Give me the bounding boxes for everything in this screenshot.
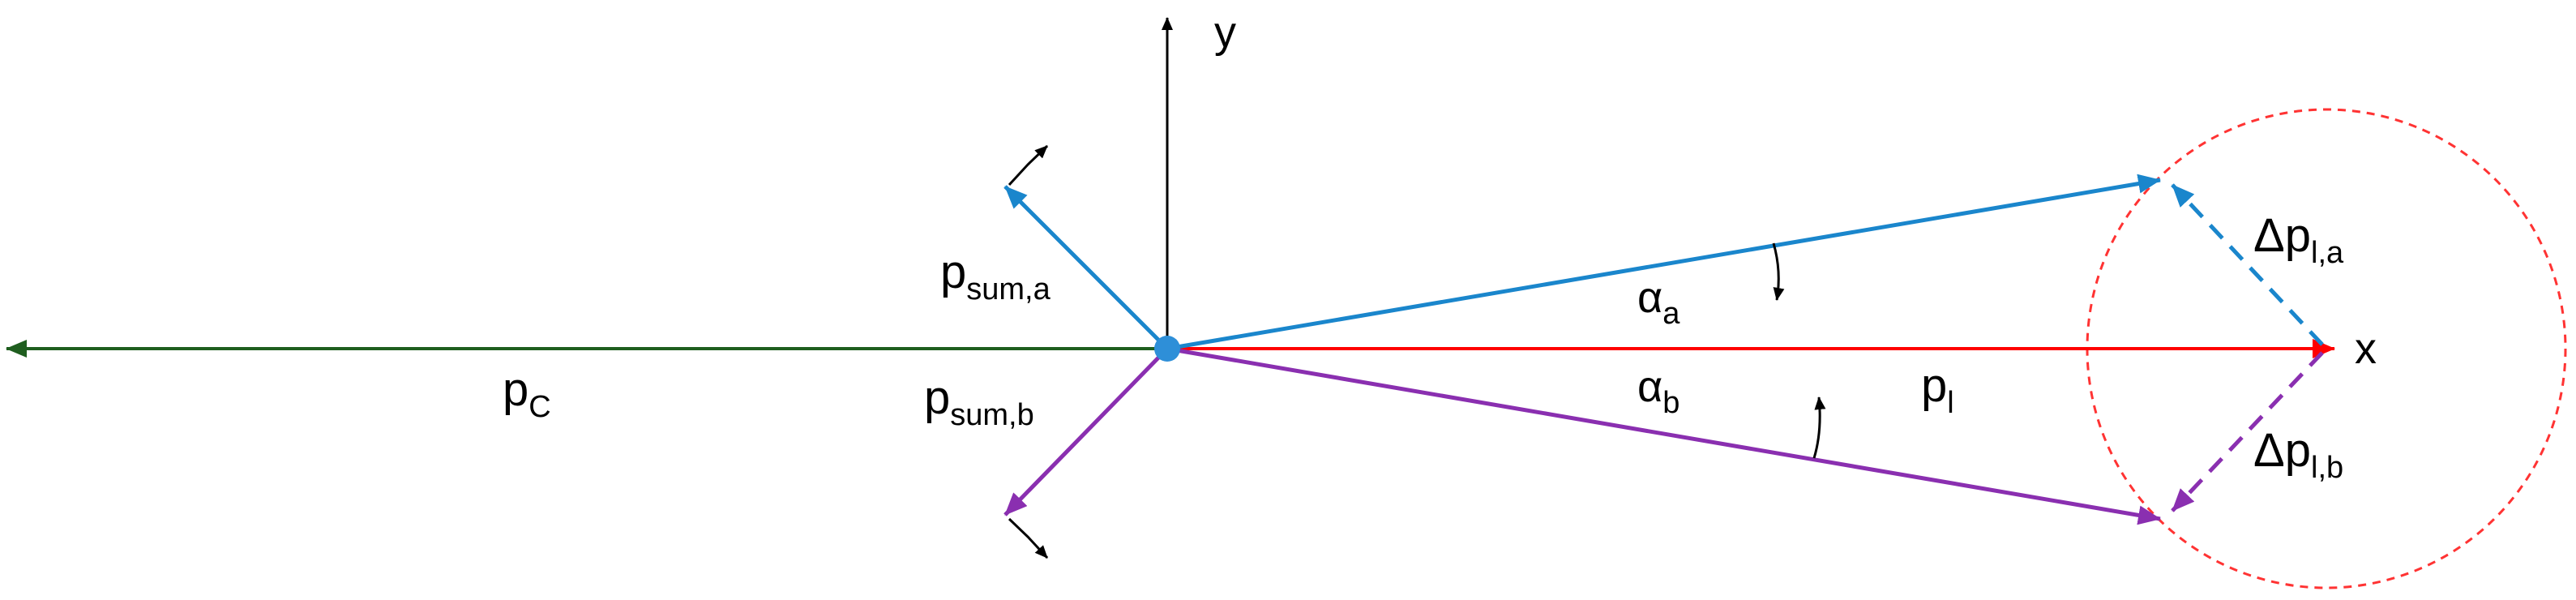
alpha-a-angle-arrow [1772, 242, 1785, 301]
x-axis-label: x [2355, 324, 2377, 373]
delta-p-l-a-arrow [2171, 183, 2324, 346]
y-axis-label: y [1214, 8, 1236, 57]
delta-p-l-b-arrow [2171, 351, 2324, 512]
p-sum-a-label: psum,a [940, 246, 1051, 306]
rotation-arrow-a [1008, 144, 1049, 186]
p-l-a-arrow [1166, 174, 2161, 351]
alpha-a-label: αa [1637, 273, 1680, 331]
alpha-b-angle-arrow [1812, 396, 1826, 459]
delta-p-l-b-label: Δpl,b [2253, 424, 2343, 485]
delta-p-l-a-label: Δpl,a [2253, 209, 2344, 270]
p-l-b-arrow [1166, 346, 2161, 525]
rotation-arrow-b [1008, 517, 1049, 559]
p-l-label: pl [1921, 359, 1954, 420]
p-sum-b-arrow [1003, 347, 1169, 516]
p-sum-b-label: psum,b [924, 371, 1034, 432]
p-c-label: pC [503, 363, 551, 424]
origin-point [1154, 336, 1180, 362]
alpha-b-label: αb [1637, 362, 1680, 420]
p-sum-a-arrow [1003, 185, 1169, 350]
